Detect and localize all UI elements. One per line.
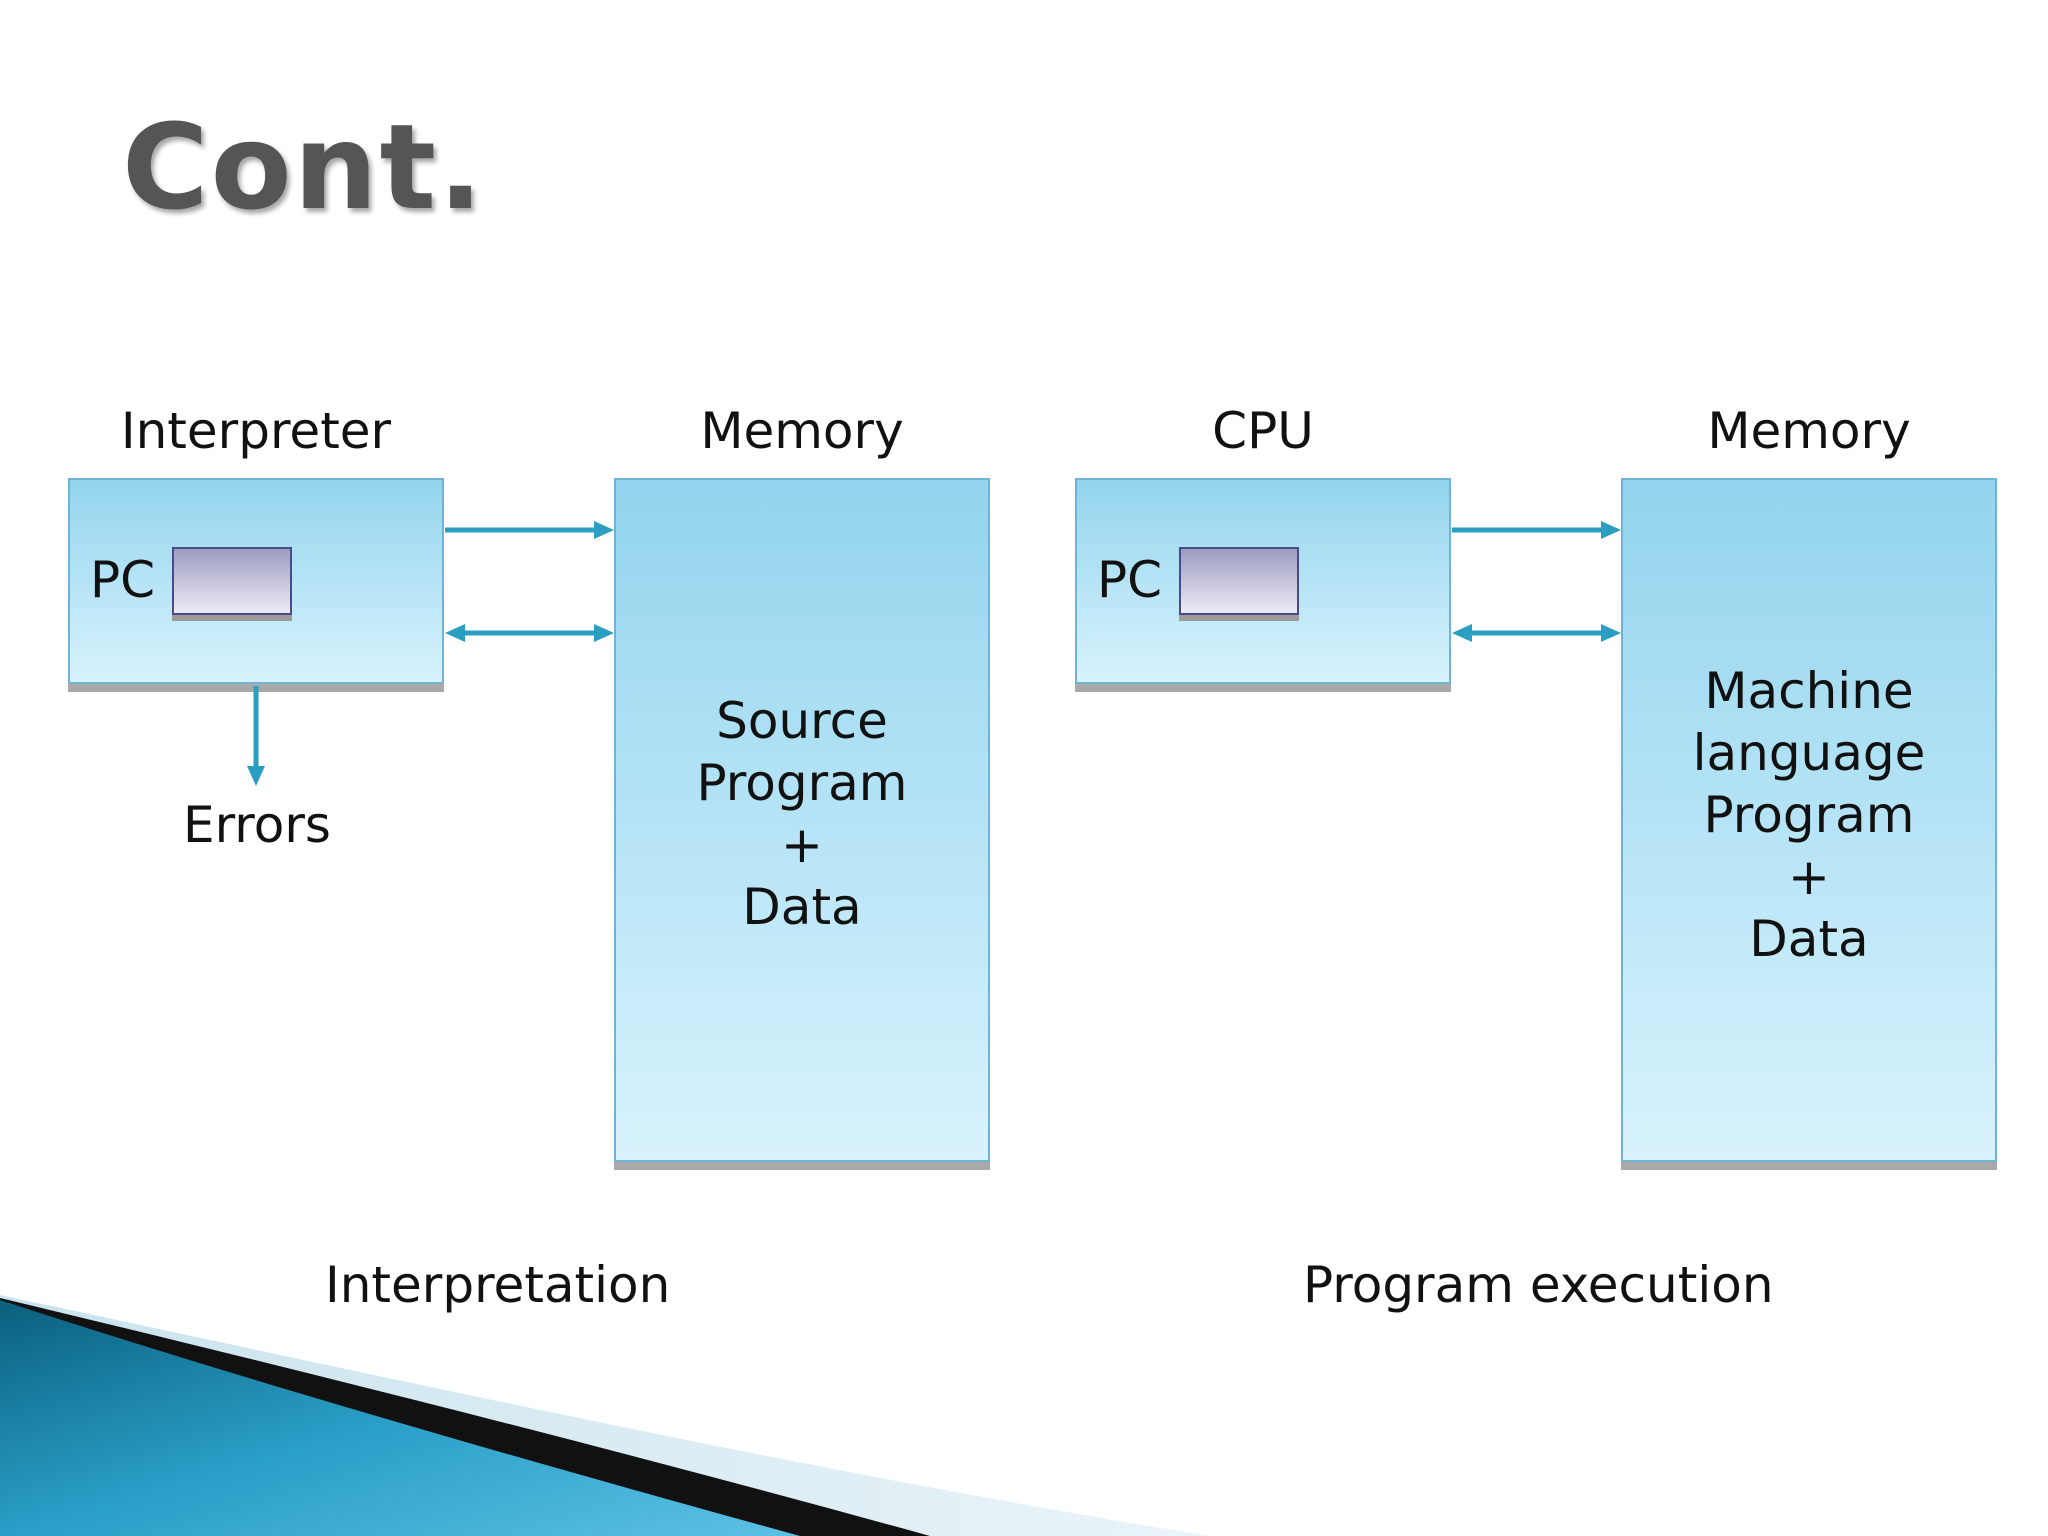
cpu-pc-register: [1179, 547, 1299, 615]
left-memory-line: Source: [716, 692, 888, 750]
cpu-box: PC: [1075, 478, 1451, 684]
interpreter-pc-register: [172, 547, 292, 615]
left-memory-line: Data: [742, 878, 862, 936]
slide-title: Cont.: [122, 98, 485, 236]
left-memory-line: +: [781, 816, 823, 874]
right-memory-text: Machine language Program + Data: [1623, 660, 1995, 970]
left-memory-heading: Memory: [700, 402, 904, 460]
right-memory-line: Program: [1703, 786, 1915, 844]
left-arrow-request: [445, 521, 614, 539]
interpreter-box: PC: [68, 478, 444, 684]
cpu-pc-label: PC: [1097, 551, 1163, 609]
left-memory-box: Source Program + Data: [614, 478, 990, 1162]
left-memory-line: Program: [696, 754, 908, 812]
interpretation-caption: Interpretation: [325, 1256, 671, 1314]
right-arrow-data: [1452, 624, 1621, 642]
left-arrow-data: [445, 624, 614, 642]
left-memory-text: Source Program + Data: [616, 690, 988, 938]
interpreter-heading: Interpreter: [120, 402, 392, 460]
right-memory-line: Machine: [1704, 662, 1914, 720]
errors-label: Errors: [183, 796, 331, 854]
right-memory-heading: Memory: [1707, 402, 1911, 460]
right-memory-box: Machine language Program + Data: [1621, 478, 1997, 1162]
right-memory-line: Data: [1749, 910, 1869, 968]
program-execution-caption: Program execution: [1303, 1256, 1774, 1314]
cpu-heading: CPU: [1212, 402, 1314, 460]
interpreter-pc-label: PC: [90, 551, 156, 609]
errors-arrow: [247, 686, 265, 786]
right-arrow-request: [1452, 521, 1621, 539]
right-memory-line: +: [1788, 848, 1830, 906]
right-memory-line: language: [1692, 724, 1926, 782]
